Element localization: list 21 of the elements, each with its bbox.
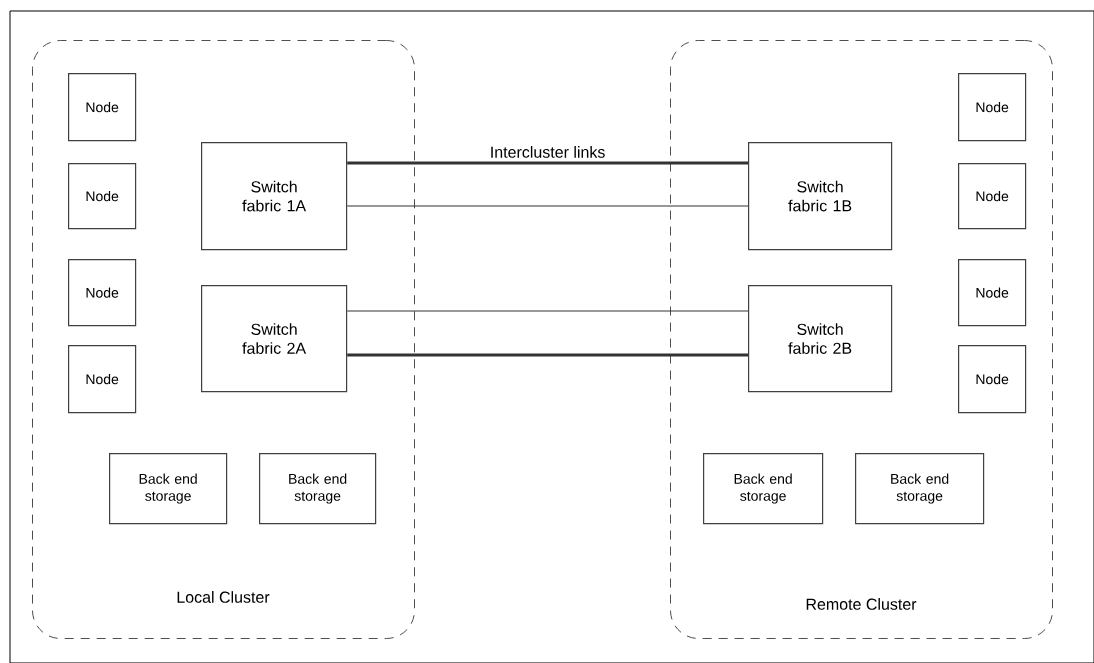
switch-box: Switch fabric 2A (201, 285, 348, 393)
edge-label: Intercluster links (488, 145, 607, 159)
node-box: Node (68, 259, 137, 327)
node-box: Node (68, 163, 137, 230)
link-line (347, 353, 748, 357)
switch-box: Switch fabric 1A (201, 142, 348, 251)
storage-box: Back end storage (109, 453, 228, 525)
node-box: Node (68, 73, 137, 142)
storage-box: Back end storage (855, 453, 985, 525)
link-line (346, 310, 749, 312)
node-box: Node (958, 73, 1027, 142)
node-box: Node (68, 345, 137, 414)
node-box: Node (958, 163, 1027, 230)
link-line (346, 205, 749, 207)
node-box: Node (958, 345, 1027, 414)
switch-box: Switch fabric 2B (748, 285, 893, 393)
link-line (347, 161, 748, 165)
node-box: Node (958, 259, 1027, 327)
storage-box: Back end storage (259, 453, 377, 525)
switch-box: Switch fabric 1B (748, 142, 893, 251)
storage-box: Back end storage (703, 453, 824, 525)
